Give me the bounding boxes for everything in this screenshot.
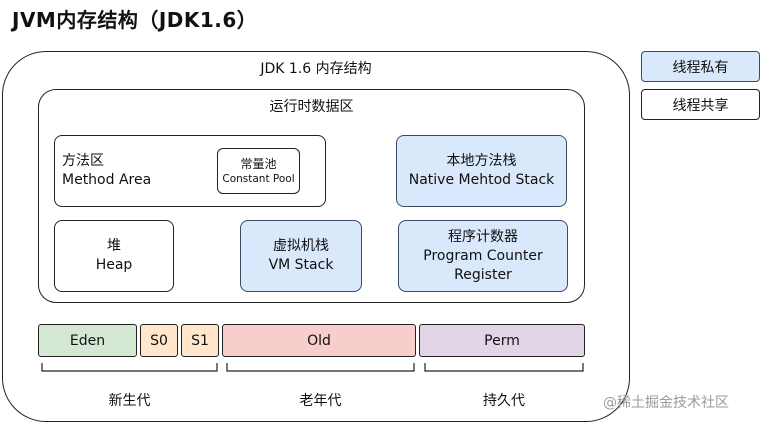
program-counter-en-label-2: Register [454, 266, 512, 283]
method-area-cn-label: 方法区 [62, 153, 104, 169]
runtime-data-area-label: 运行时数据区 [269, 99, 354, 115]
old-generation-label: 老年代 [299, 393, 342, 409]
vm-stack-en-label: VM Stack [268, 257, 334, 273]
constant-pool-box: 常量池 Constant Pool [217, 148, 300, 194]
diagram-title: JVM内存结构（JDK1.6） [12, 8, 258, 32]
s1-segment: S1 [181, 324, 219, 357]
old-bracket [226, 363, 415, 372]
heap-en-label: Heap [95, 257, 133, 273]
native-method-stack-cn-label: 本地方法栈 [446, 153, 517, 169]
vm-stack-cn-label: 虚拟机栈 [273, 238, 329, 254]
jdk16-memory-label: JDK 1.6 内存结构 [260, 61, 372, 77]
young-bracket [41, 363, 218, 372]
native-method-stack-box: 本地方法栈 Native Mehtod Stack [396, 135, 567, 207]
constant-pool-cn-label: 常量池 [240, 156, 277, 171]
heap-box: 堆 Heap [54, 220, 174, 292]
perm-segment: Perm [419, 324, 585, 357]
perm-generation-label: 持久代 [483, 393, 525, 409]
legend-thread-private: 线程私有 [641, 51, 760, 82]
program-counter-box: 程序计数器 Program Counter Register [398, 220, 568, 292]
watermark: @稀土掘金技术社区 [603, 395, 729, 411]
s0-segment: S0 [140, 324, 178, 357]
program-counter-cn-label: 程序计数器 [448, 228, 518, 245]
legend-thread-shared: 线程共享 [641, 89, 760, 120]
native-method-stack-en-label: Native Mehtod Stack [408, 172, 555, 188]
method-area-en-label: Method Area [62, 172, 152, 188]
young-generation-label: 新生代 [108, 393, 151, 409]
program-counter-en-label-1: Program Counter [423, 247, 543, 264]
eden-segment: Eden [38, 324, 137, 357]
old-segment: Old [222, 324, 416, 357]
perm-bracket [424, 363, 584, 372]
vm-stack-box: 虚拟机栈 VM Stack [240, 220, 362, 292]
heap-cn-label: 堆 [107, 238, 121, 254]
constant-pool-en-label: Constant Pool [222, 172, 295, 185]
